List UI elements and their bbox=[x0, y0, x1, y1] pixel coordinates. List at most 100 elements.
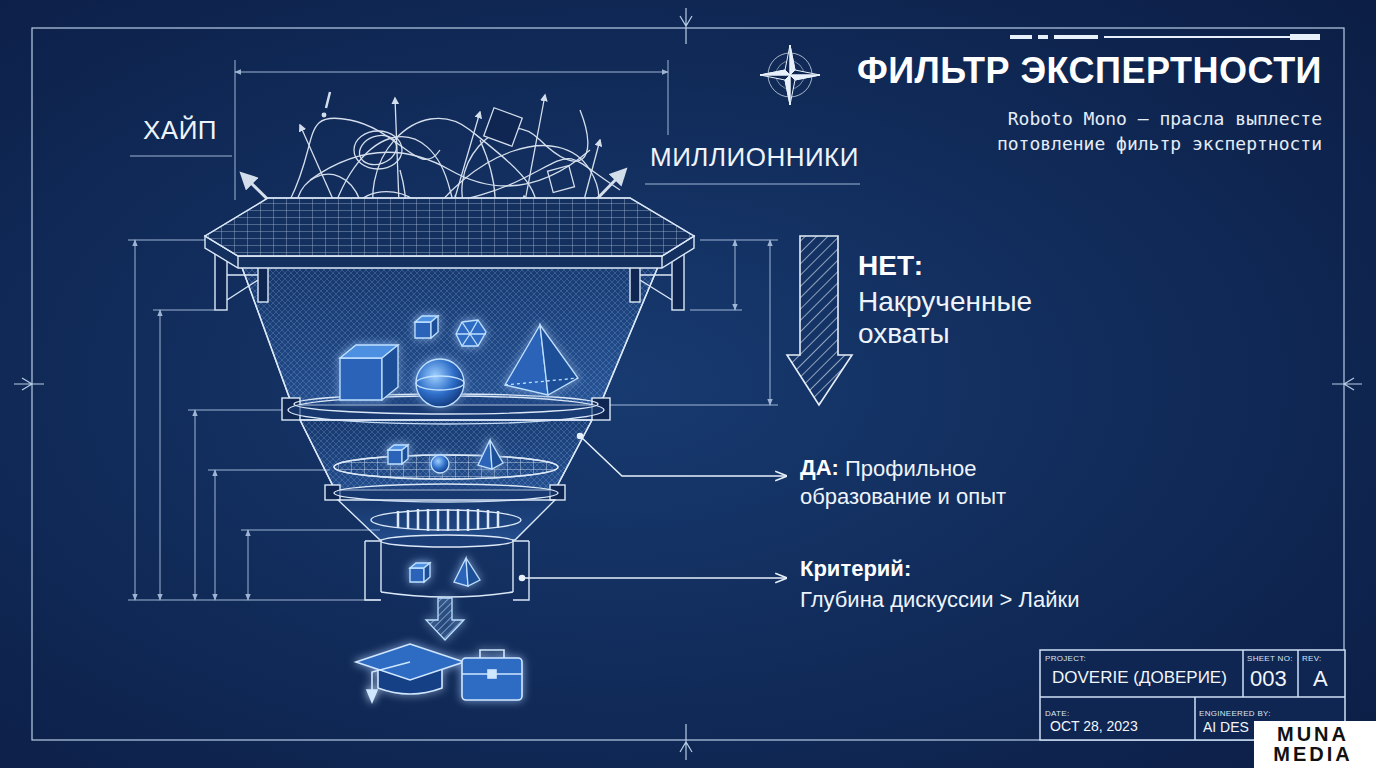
funnel-frame bbox=[205, 198, 694, 600]
dimension-lines bbox=[690, 240, 742, 310]
hype-chaos bbox=[322, 113, 326, 117]
callout-label: ХАЙП bbox=[143, 116, 217, 146]
accept-heading: ДА: bbox=[800, 455, 839, 480]
table-cell: A bbox=[1313, 666, 1328, 691]
funnel-frame bbox=[338, 500, 555, 540]
dimension-lines bbox=[128, 60, 860, 600]
expertise-shapes bbox=[415, 322, 431, 338]
expertise-shapes bbox=[426, 598, 464, 640]
hype-chaos bbox=[355, 130, 400, 169]
subtitle-note: Roboto Mono – прасла выплесте потовление… bbox=[962, 106, 1322, 156]
title-bar-decoration bbox=[1010, 34, 1320, 40]
dimension-lines bbox=[160, 310, 161, 600]
expertise-shapes bbox=[456, 320, 486, 346]
hype-chaos bbox=[326, 92, 330, 108]
dimension-lines bbox=[645, 184, 860, 185]
hype-chaos bbox=[484, 108, 522, 146]
title-bar-decoration bbox=[1054, 35, 1098, 39]
drawing-frame bbox=[32, 28, 1344, 740]
dimension-lines bbox=[208, 470, 330, 471]
title-bar-decoration bbox=[1104, 36, 1320, 38]
expertise-shapes bbox=[540, 325, 578, 395]
leader-lines bbox=[520, 576, 525, 581]
expertise-shapes bbox=[466, 558, 480, 586]
callout-label: МИЛЛИОННИКИ bbox=[650, 143, 859, 173]
expertise-shapes bbox=[382, 345, 398, 400]
funnel-frame bbox=[300, 420, 592, 490]
table-cell: AI DES bbox=[1203, 719, 1249, 735]
drawing-frame bbox=[680, 8, 692, 44]
funnel-frame bbox=[398, 509, 498, 531]
expertise-shapes bbox=[505, 378, 578, 385]
compass-rose bbox=[760, 45, 820, 105]
reject-arrow bbox=[787, 236, 852, 405]
expertise-shapes bbox=[424, 563, 430, 582]
drawing-frame bbox=[680, 724, 692, 760]
title-bar-decoration bbox=[1038, 35, 1048, 39]
drawing-frame bbox=[1332, 378, 1362, 390]
reject-arrow bbox=[787, 236, 852, 405]
criterion-text: Глубина дискуссии > Лайки bbox=[800, 586, 1079, 614]
leader-lines bbox=[580, 436, 786, 476]
diagram-title: ФИЛЬТР ЭКСПЕРТНОСТИ bbox=[857, 50, 1322, 91]
result-icons bbox=[372, 662, 410, 690]
table-cell: DOVERIE (ДОВЕРИЕ) bbox=[1052, 668, 1227, 688]
reject-text: Накрученные охваты bbox=[858, 286, 1088, 350]
table-cell-label: SHEET NO: bbox=[1247, 654, 1293, 663]
hype-chaos bbox=[354, 131, 402, 169]
expertise-shapes bbox=[416, 376, 464, 390]
dimension-lines bbox=[153, 310, 215, 311]
title-bar-decoration bbox=[1010, 35, 1032, 39]
dimension-lines bbox=[241, 530, 380, 531]
accept-text: Профильное образование и опыт bbox=[800, 455, 1050, 511]
funnel-frame bbox=[381, 592, 513, 597]
expertise-shapes bbox=[388, 450, 402, 464]
expertise-shapes bbox=[490, 440, 503, 469]
table-cell-label: PROJECT: bbox=[1045, 654, 1086, 663]
watermark: MUNA MEDIA bbox=[1254, 724, 1372, 764]
result-icons bbox=[480, 650, 504, 658]
dimension-lines bbox=[215, 470, 216, 600]
compass-rose bbox=[760, 45, 820, 105]
hype-chaos bbox=[548, 166, 575, 193]
funnel-frame bbox=[205, 198, 694, 256]
reject-heading: НЕТ: bbox=[858, 250, 923, 282]
drawing-frame bbox=[14, 8, 1362, 760]
result-icons bbox=[462, 658, 522, 700]
dimension-lines bbox=[195, 410, 196, 600]
funnel-frame bbox=[227, 275, 672, 300]
expertise-shapes bbox=[340, 316, 578, 640]
dimension-lines bbox=[135, 240, 136, 600]
drawing-frame bbox=[14, 378, 44, 390]
funnel-frame bbox=[238, 256, 662, 268]
result-icons bbox=[488, 670, 496, 678]
dimension-lines bbox=[130, 156, 232, 157]
leader-lines bbox=[578, 434, 583, 439]
dimension-lines bbox=[735, 240, 736, 310]
title-bar-decoration bbox=[1290, 34, 1320, 40]
table-cell: OCT 28, 2023 bbox=[1050, 718, 1138, 734]
dimension-lines bbox=[770, 240, 771, 405]
funnel-frame bbox=[365, 541, 529, 600]
funnel-frame bbox=[334, 455, 558, 479]
watermark-logo bbox=[1254, 721, 1376, 768]
funnel-frame bbox=[371, 510, 521, 530]
dimension-lines bbox=[248, 530, 249, 600]
leader-lines bbox=[520, 434, 787, 581]
result-icons bbox=[356, 644, 522, 702]
table-cell-label: REV: bbox=[1302, 654, 1322, 663]
table-cell-label: DATE: bbox=[1045, 709, 1069, 718]
hype-chaos bbox=[290, 118, 440, 200]
result-icons bbox=[367, 690, 377, 702]
dimension-lines bbox=[235, 72, 668, 73]
expertise-shapes bbox=[410, 568, 424, 582]
expertise-shapes bbox=[340, 358, 382, 400]
watermark-logo bbox=[1254, 721, 1376, 768]
table-cell-label: ENGINEERED BY: bbox=[1199, 709, 1271, 718]
expertise-shapes bbox=[416, 359, 464, 407]
compass-rose bbox=[760, 45, 820, 105]
funnel-frame bbox=[300, 420, 592, 490]
expertise-shapes bbox=[431, 455, 449, 473]
